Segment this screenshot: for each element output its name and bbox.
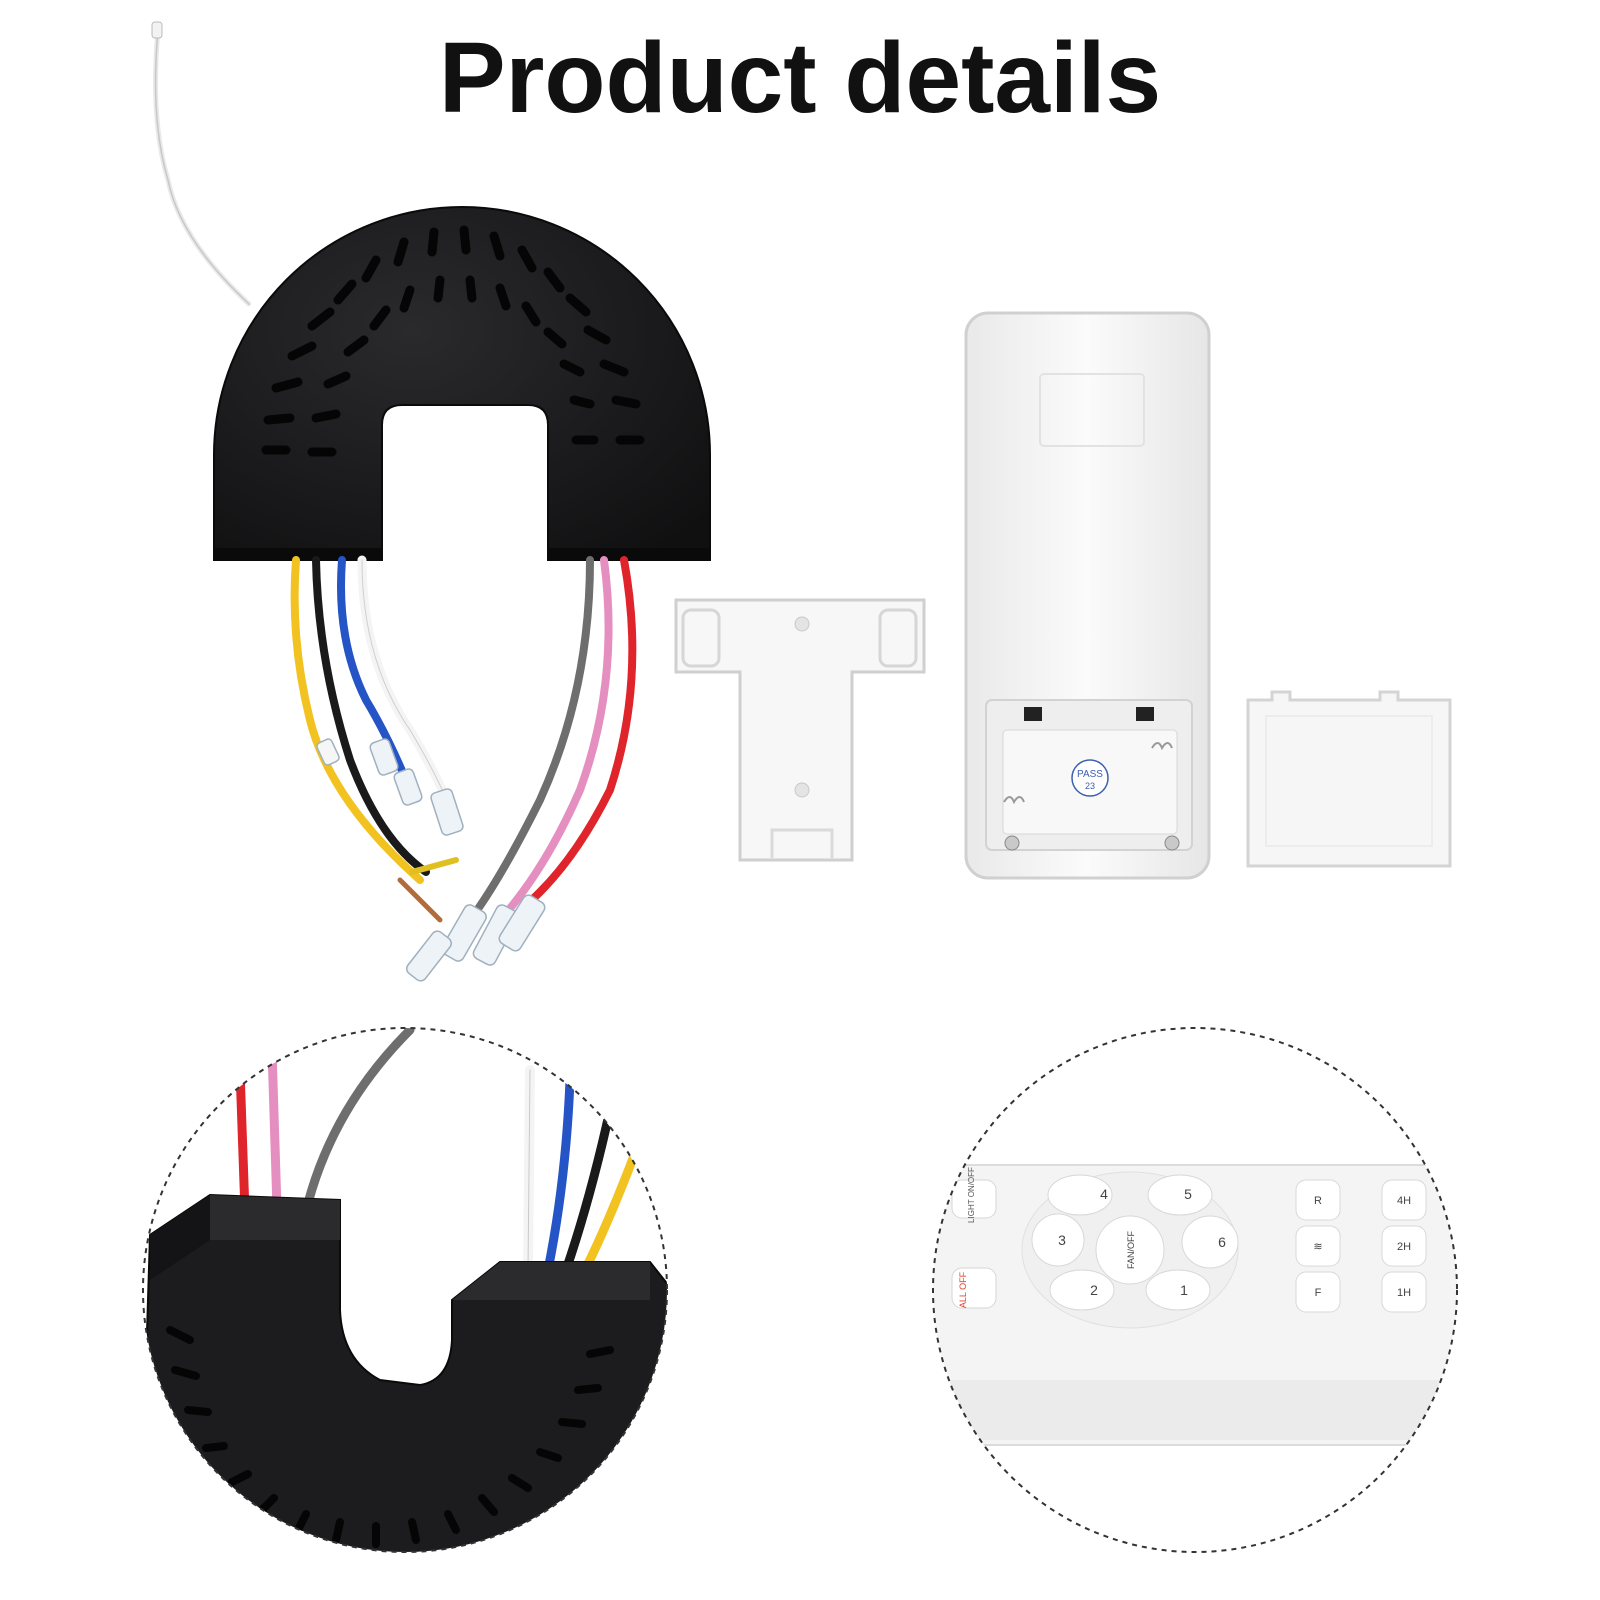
svg-text:2: 2 <box>1090 1282 1098 1298</box>
vent-slots <box>261 225 645 457</box>
svg-text:R: R <box>1314 1195 1322 1207</box>
svg-text:5: 5 <box>1184 1186 1192 1202</box>
reverse-button[interactable]: R <box>1295 1179 1341 1221</box>
svg-text:FAN/OFF: FAN/OFF <box>1126 1230 1136 1269</box>
svg-text:ALL OFF: ALL OFF <box>958 1271 968 1308</box>
timer-2h-button[interactable]: 2H <box>1381 1225 1427 1267</box>
speed-6-button[interactable]: 6 <box>1181 1215 1239 1269</box>
pass-sticker: PASS 23 <box>1071 759 1109 797</box>
breeze-button[interactable]: ≋ <box>1295 1225 1341 1267</box>
speed-5-button[interactable]: 5 <box>1147 1174 1213 1216</box>
svg-text:F: F <box>1315 1287 1322 1299</box>
svg-text:1: 1 <box>1180 1282 1188 1298</box>
svg-text:23: 23 <box>1085 781 1095 791</box>
svg-text:2H: 2H <box>1397 1241 1411 1253</box>
svg-text:6: 6 <box>1218 1234 1226 1250</box>
page-title: Product details <box>438 22 1162 134</box>
speed-1-button[interactable]: 1 <box>1145 1269 1211 1311</box>
svg-text:LIGHT ON/OFF: LIGHT ON/OFF <box>967 1167 976 1223</box>
receiver-module <box>151 21 711 982</box>
all-off-button[interactable]: ALL OFF <box>951 1267 997 1309</box>
svg-text:PASS: PASS <box>1077 769 1103 780</box>
svg-text:4H: 4H <box>1397 1195 1411 1207</box>
speed-2-button[interactable]: 2 <box>1049 1269 1115 1311</box>
timer-4h-button[interactable]: 4H <box>1381 1179 1427 1221</box>
speed-4-button[interactable]: 4 <box>1047 1174 1113 1216</box>
svg-text:1H: 1H <box>1397 1287 1411 1299</box>
timer-1h-button[interactable]: 1H <box>1381 1271 1427 1313</box>
mounting-bracket <box>674 598 926 862</box>
receiver-closeup <box>142 1027 668 1553</box>
fan-f-button[interactable]: F <box>1295 1271 1341 1313</box>
remote-closeup: LIGHT ON/OFF ALL OFF 4 5 <box>932 1027 1458 1553</box>
light-button[interactable]: LIGHT ON/OFF <box>951 1167 997 1223</box>
fan-off-button[interactable]: FAN/OFF <box>1095 1215 1165 1285</box>
svg-text:3: 3 <box>1058 1232 1066 1248</box>
svg-text:4: 4 <box>1100 1186 1108 1202</box>
speed-3-button[interactable]: 3 <box>1031 1213 1085 1267</box>
svg-text:≋: ≋ <box>1313 1241 1322 1253</box>
remote-back: PASS 23 <box>964 311 1211 880</box>
battery-cover <box>1246 690 1452 868</box>
